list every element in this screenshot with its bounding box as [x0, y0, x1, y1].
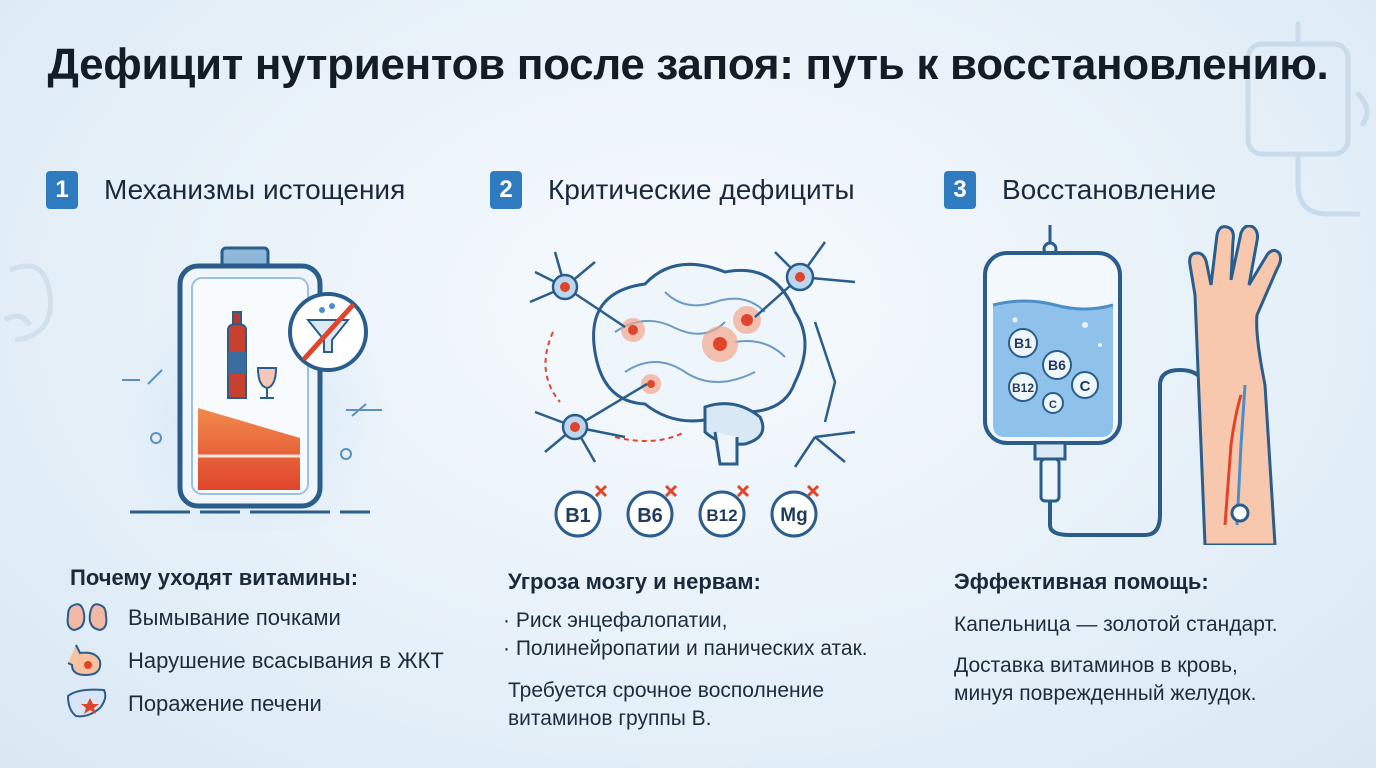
- svg-text:B1: B1: [1014, 335, 1032, 351]
- brain-neurons-illustration: [529, 241, 856, 468]
- col2-bullet-1: · Риск энцефалопатии,: [503, 609, 728, 632]
- column-2-header: 2 Критические дефициты: [490, 170, 855, 210]
- col3-section-title: Эффективная помощь:: [954, 569, 1209, 594]
- brain-alert-spots: [621, 306, 761, 394]
- col2-note-line-2: витаминов группы В.: [508, 707, 712, 730]
- svg-text:C: C: [1049, 399, 1057, 411]
- svg-text:B6: B6: [637, 505, 663, 527]
- bottle-icon: [227, 311, 247, 399]
- col2-note-line-1: Требуется срочное восполнение: [508, 679, 825, 702]
- column-3-header: 3 Восстановление: [944, 170, 1216, 210]
- iv-vitamin-bubbles: [1008, 328, 1099, 414]
- col2-section-title: Угроза мозгу и нервам:: [508, 569, 761, 594]
- wine-glass-icon: [256, 367, 278, 399]
- vitamin-badge-b1: B1: [554, 484, 608, 538]
- col1-section-title: Почему уходят витамины:: [70, 565, 359, 590]
- kidney-icon: [66, 603, 108, 632]
- svg-text:B12: B12: [706, 506, 737, 525]
- column-3-heading: Восстановление: [1002, 174, 1217, 205]
- col3-line-2a: Доставка витаминов в кровь,: [954, 654, 1238, 677]
- vitamin-badge-b12: B12: [698, 484, 750, 538]
- step-number-1: 1: [46, 171, 78, 209]
- step-number-3: 3: [944, 171, 976, 209]
- svg-text:C: C: [1080, 378, 1091, 395]
- col1-list-item: Поражение печени: [66, 686, 322, 722]
- col1-list-item: Вымывание почками: [66, 600, 341, 636]
- item-label: Вымывание почками: [128, 605, 341, 630]
- svg-text:B12: B12: [1012, 381, 1034, 395]
- vitamin-badge-b6: B6: [626, 484, 678, 538]
- svg-text:B6: B6: [1048, 357, 1066, 373]
- background-kidney-icon: [3, 263, 54, 343]
- col3-line-1: Капельница — золотой стандарт.: [954, 613, 1278, 636]
- item-label: Нарушение всасывания в ЖКТ: [128, 648, 444, 673]
- depleted-battery-illustration: [110, 246, 390, 530]
- column-1-heading: Механизмы истощения: [104, 174, 406, 205]
- col3-line-2b: минуя поврежденный желудок.: [954, 682, 1257, 705]
- item-label: Поражение печени: [128, 691, 322, 716]
- page-title: Дефицит нутриентов после запоя: путь к в…: [47, 40, 1329, 89]
- step-number-2: 2: [490, 171, 522, 209]
- svg-text:B1: B1: [565, 505, 591, 527]
- svg-text:Mg: Mg: [780, 505, 807, 526]
- background-iv-bag-icon: [1245, 21, 1370, 217]
- stomach-icon: [67, 644, 102, 677]
- no-absorption-icon: [288, 292, 368, 372]
- iv-drip-arm-illustration: B1 B6 B12 C C: [983, 225, 1283, 545]
- vitamin-deficit-badges: B1 B6 B12 Mg: [554, 484, 820, 538]
- column-1-header: 1 Механизмы истощения: [46, 170, 405, 210]
- liver-icon: [66, 688, 107, 718]
- col1-list-item: Нарушение всасывания в ЖКТ: [66, 643, 444, 679]
- arm-icon: [1188, 225, 1283, 545]
- mineral-badge-mg: Mg: [770, 484, 820, 538]
- column-2-heading: Критические дефициты: [548, 174, 855, 205]
- col2-bullet-2: · Полинейропатии и панических атак.: [503, 637, 868, 660]
